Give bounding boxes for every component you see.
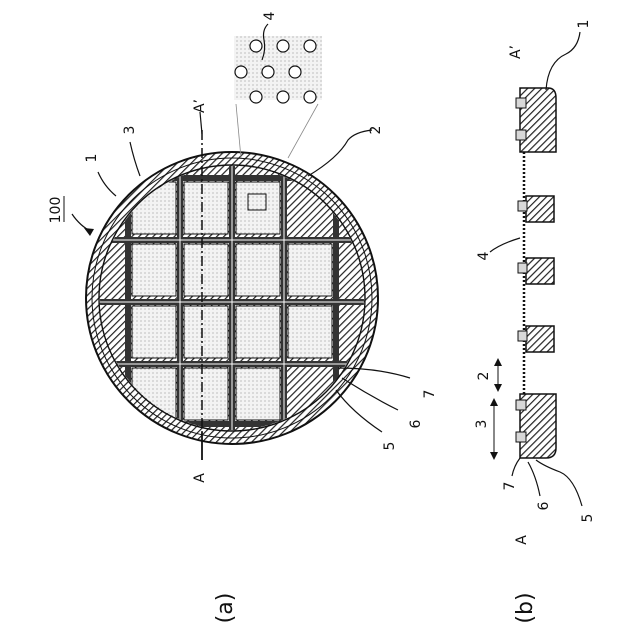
label-a-1: 1 bbox=[84, 154, 100, 163]
wafer-top-view bbox=[86, 130, 380, 460]
label-a-Aprime: A’ bbox=[192, 99, 208, 113]
label-a-5: 5 bbox=[382, 442, 398, 451]
label-a-7: 7 bbox=[422, 390, 438, 399]
label-b-6: 6 bbox=[536, 501, 552, 510]
label-b-Aprime: A’ bbox=[508, 45, 524, 59]
label-a-3: 3 bbox=[122, 126, 138, 135]
label-b-7: 7 bbox=[502, 482, 518, 491]
ref100-arrow bbox=[84, 228, 94, 236]
cross-section bbox=[490, 88, 556, 460]
dimension-3 bbox=[490, 398, 498, 460]
frame-post-3 bbox=[526, 326, 554, 352]
label-a-4: 4 bbox=[262, 11, 278, 20]
label-a-2: 2 bbox=[368, 126, 384, 135]
dimension-2 bbox=[494, 358, 502, 392]
label-b-3: 3 bbox=[474, 420, 490, 429]
label-100: 100 bbox=[48, 197, 64, 224]
frame-post-1 bbox=[526, 196, 554, 222]
label-b-1: 1 bbox=[576, 20, 592, 29]
caption-b: (b) bbox=[513, 592, 538, 623]
caption-a: (a) bbox=[213, 593, 238, 624]
magnified-inset bbox=[234, 36, 322, 158]
label-b-2: 2 bbox=[476, 372, 492, 381]
label-a-A: A bbox=[192, 473, 208, 483]
label-a-6: 6 bbox=[408, 419, 424, 428]
label-b-A: A bbox=[514, 535, 530, 545]
frame-post-2 bbox=[526, 258, 554, 284]
label-b-4: 4 bbox=[476, 251, 492, 260]
label-b-5: 5 bbox=[580, 514, 596, 523]
